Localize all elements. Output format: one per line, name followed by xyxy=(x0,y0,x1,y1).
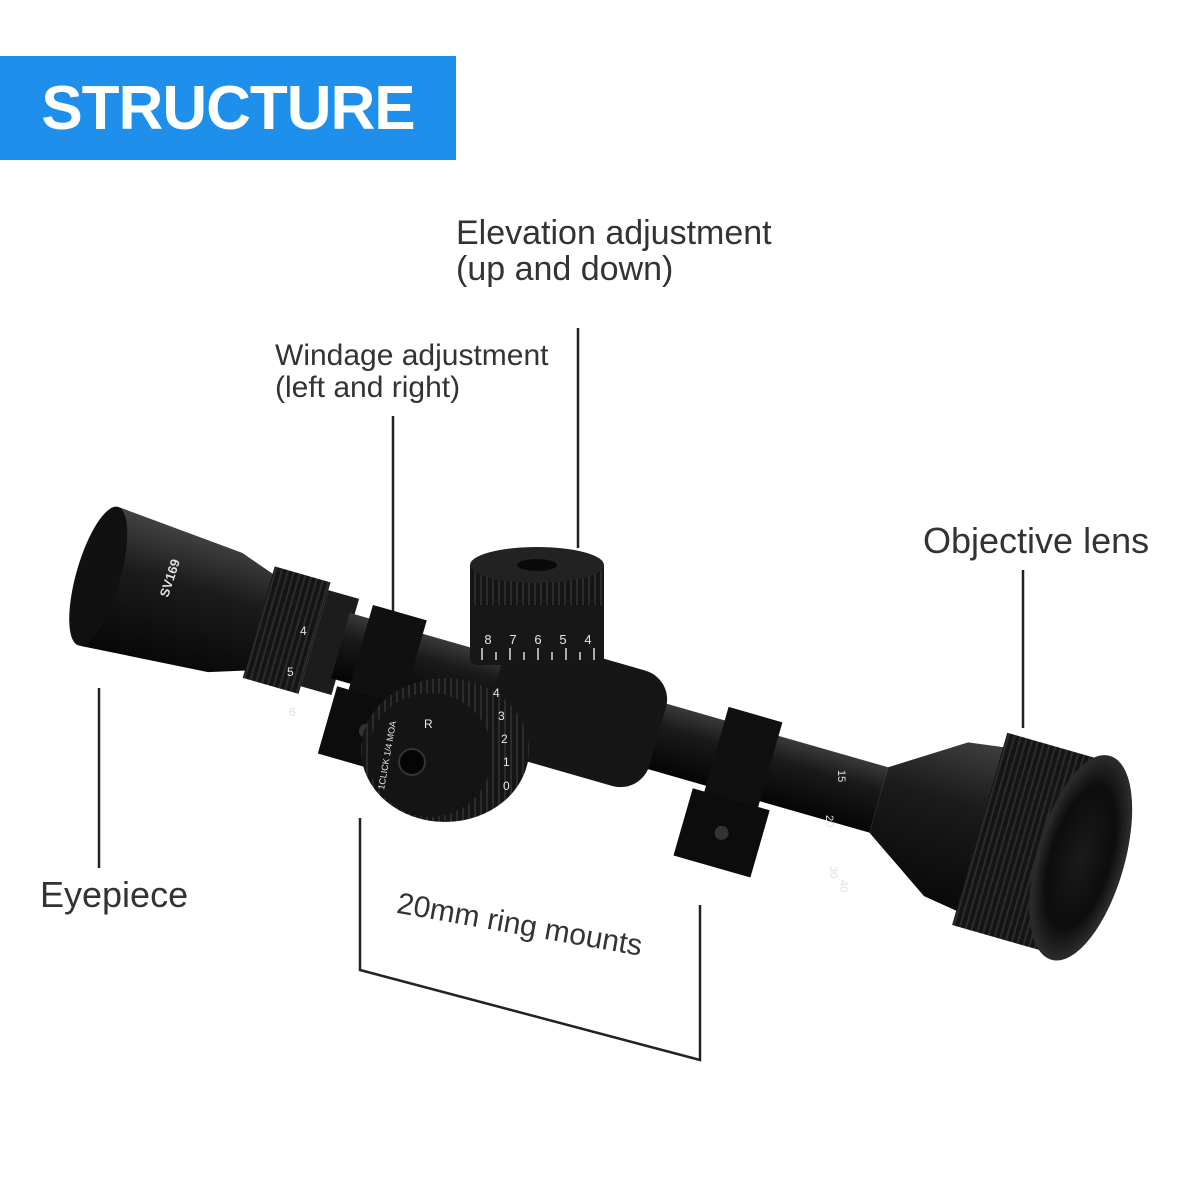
magnification-mark-4: 4 xyxy=(300,624,307,638)
objective-grip xyxy=(952,732,1094,950)
magnification-mark-6: 6 xyxy=(289,705,296,719)
windage-label-line2: (left and right) xyxy=(275,370,461,404)
magnification-mark-5: 5 xyxy=(287,665,294,679)
objective-lens xyxy=(1029,755,1133,961)
banner-title: STRUCTURE xyxy=(41,73,415,143)
windage-tick-4: 4 xyxy=(493,686,500,700)
eyepiece-label: Eyepiece xyxy=(40,874,189,915)
elevation-label-line2: (up and down) xyxy=(456,249,674,288)
elevation-scale-ticks xyxy=(481,648,595,660)
parallax-mark-15: 15 xyxy=(835,770,847,782)
front-ring-mount xyxy=(673,706,783,878)
parallax-mark-40: 40 xyxy=(837,880,849,892)
windage-label-line1: Windage adjustment xyxy=(275,339,549,372)
windage-turret: R 1CLICK 1/4 MOA 4 3 2 1 0 xyxy=(361,678,529,822)
windage-tick-3: 3 xyxy=(498,709,505,723)
scope-body xyxy=(69,506,1133,961)
elevation-tick-4: 4 xyxy=(584,632,591,647)
windage-tick-0: 0 xyxy=(503,779,510,793)
windage-label: Windage adjustment (left and right) xyxy=(275,340,549,403)
parallax-mark-20: 20 xyxy=(823,815,835,827)
structure-banner: STRUCTURE xyxy=(0,56,456,160)
elevation-label: Elevation adjustment (up and down) xyxy=(456,214,772,288)
elevation-tick-8: 8 xyxy=(484,632,491,647)
eyepiece-end xyxy=(69,506,128,646)
magnification-ring xyxy=(242,566,331,694)
elevation-tick-6: 6 xyxy=(534,632,541,647)
parallax-mark-30: 30 xyxy=(827,866,839,878)
windage-tick-2: 2 xyxy=(501,732,508,746)
elevation-label-line1: Elevation adjustment xyxy=(456,214,772,252)
objective-lens-label: Objective lens xyxy=(923,520,1150,561)
elevation-turret: 8 7 6 5 4 xyxy=(470,547,604,665)
eyepiece-bell xyxy=(80,507,295,673)
elevation-tick-5: 5 xyxy=(559,632,566,647)
elevation-tick-7: 7 xyxy=(509,632,516,647)
turret-housing xyxy=(484,639,668,788)
ring-mount-bracket xyxy=(358,818,702,1062)
windage-arrow-label: R xyxy=(424,717,433,731)
leader-lines xyxy=(97,328,1025,1062)
windage-tick-1: 1 xyxy=(503,755,510,769)
